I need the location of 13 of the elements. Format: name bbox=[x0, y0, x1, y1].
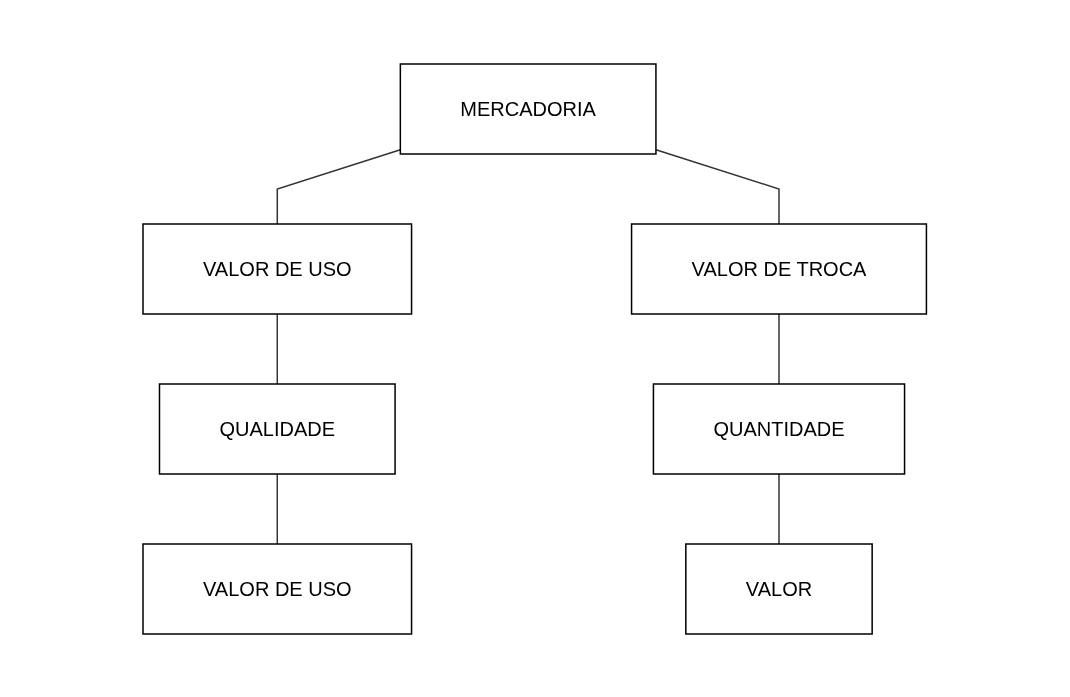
connector bbox=[778, 312, 780, 385]
connector bbox=[778, 472, 780, 545]
node-box: VALOR DE TROCA bbox=[631, 222, 928, 315]
connector bbox=[276, 148, 402, 225]
node-box: MERCADORIA bbox=[399, 62, 657, 155]
node-box: VALOR DE USO bbox=[142, 542, 413, 635]
connector bbox=[276, 312, 279, 385]
node-box: QUALIDADE bbox=[159, 382, 397, 475]
node-box: QUANTIDADE bbox=[652, 382, 906, 475]
connector bbox=[655, 148, 780, 225]
node-box: VALOR DE USO bbox=[142, 222, 413, 315]
node-box: VALOR bbox=[685, 542, 874, 635]
connector bbox=[276, 472, 279, 545]
